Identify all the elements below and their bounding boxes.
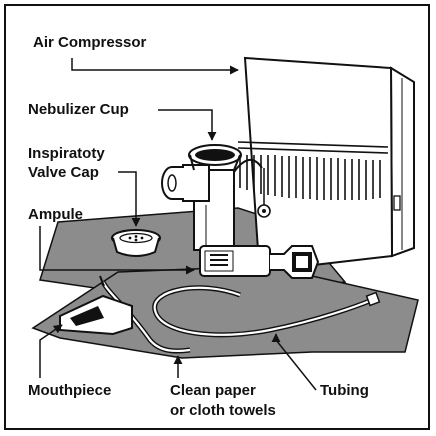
leader-lines [39, 58, 317, 391]
leader-valve-cap [118, 171, 141, 227]
leader-nebulizer-cup [158, 109, 217, 141]
label-nebulizer-cup: Nebulizer Cup [28, 101, 129, 118]
compressor-front [243, 56, 394, 272]
air-compressor [237, 56, 415, 272]
inspiratory-valve-cap [111, 229, 161, 257]
leader-air-compressor [71, 58, 239, 75]
label-air-compressor: Air Compressor [33, 34, 147, 51]
leader-mouthpiece [39, 324, 63, 378]
compressor-vents [237, 141, 389, 200]
label-mouthpiece: Mouthpiece [28, 382, 112, 399]
compressor-switch [393, 195, 401, 211]
tubing [152, 285, 381, 338]
label-towels-line1: Clean paper [170, 382, 256, 399]
leader-tubing [271, 333, 317, 391]
ampule [199, 245, 320, 279]
mouthpiece [59, 275, 191, 354]
diagram-border [4, 4, 430, 430]
label-tubing: Tubing [320, 382, 369, 399]
label-valve-cap-line2: Valve Cap [28, 164, 99, 181]
label-valve-cap-line1: Inspiratoty [28, 145, 105, 162]
leader-ampule [39, 226, 195, 275]
nebulizer-cup [161, 144, 263, 251]
label-towels-line2: or cloth towels [170, 402, 276, 419]
label-ampule: Ampule [28, 206, 84, 223]
